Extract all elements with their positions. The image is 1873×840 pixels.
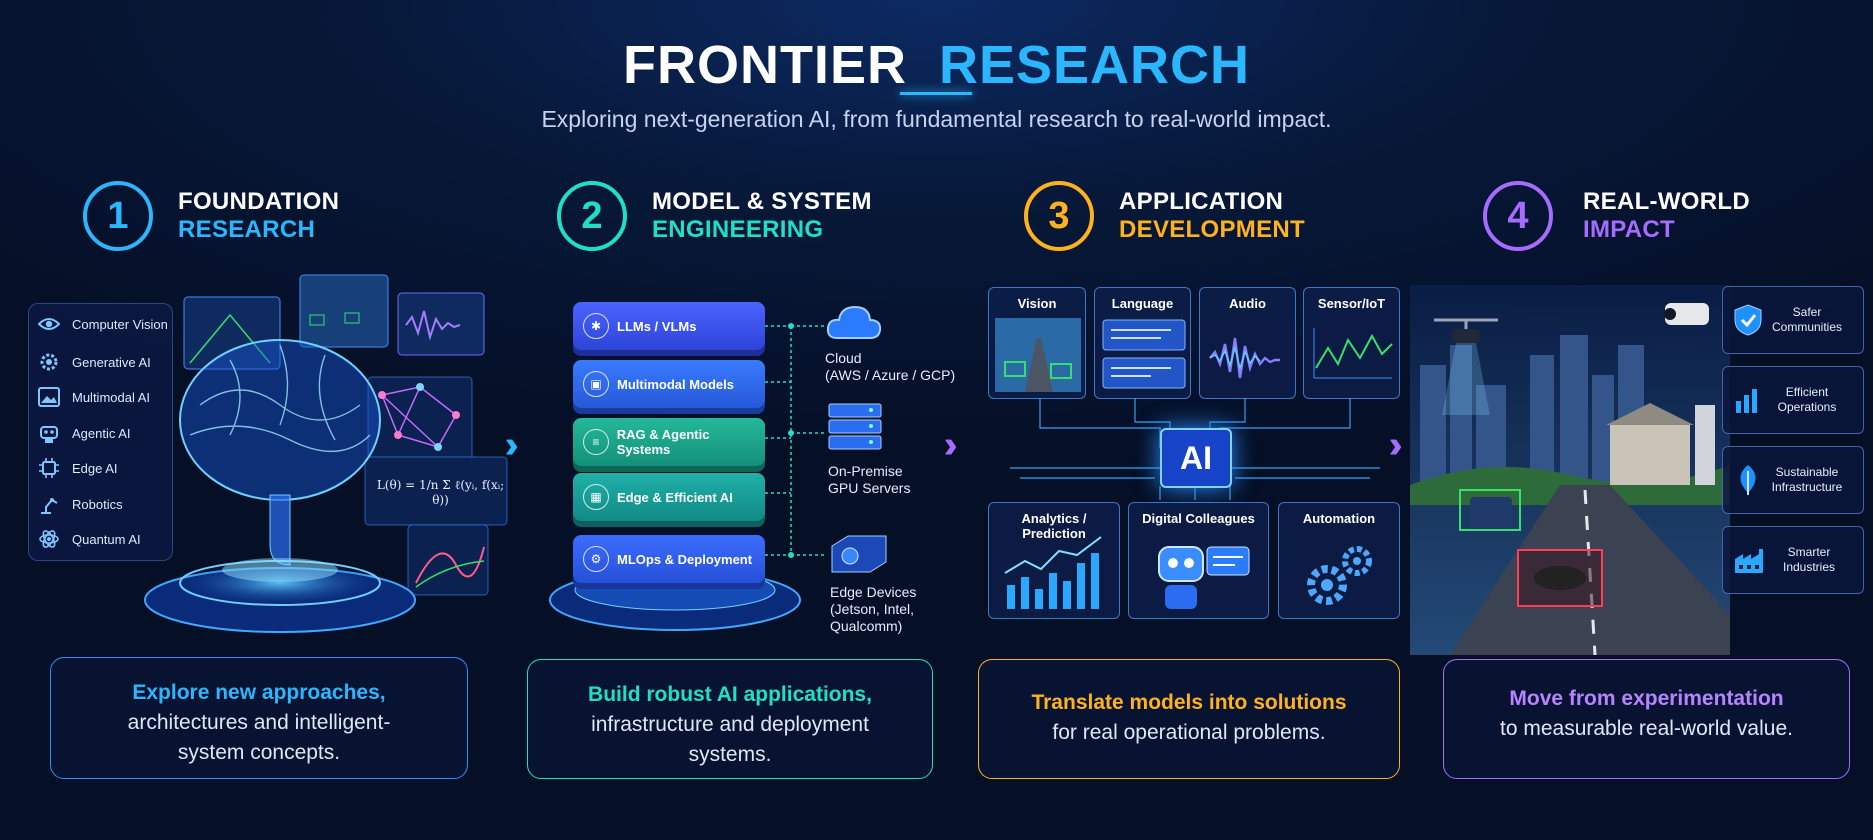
robot-chat-icon <box>1158 546 1250 609</box>
eye-icon <box>38 318 60 330</box>
loss-formula: L(θ) = 1/n Σ ℓ(yᵢ, f(xᵢ; θ)) <box>376 478 505 507</box>
app-tile-sensor: Sensor/IoT <box>1303 287 1400 399</box>
title-underline <box>900 92 972 95</box>
stack-platform-illustration <box>549 569 801 631</box>
list-item: Generative AI <box>38 351 151 373</box>
list-item: Robotics <box>38 493 123 515</box>
deployment-connectors <box>765 323 825 558</box>
list-item: Computer Vision <box>38 316 168 332</box>
page-title: FRONTIER RESEARCH <box>622 35 1251 95</box>
stage-2-title-line2: ENGINEERING <box>652 216 824 243</box>
stage-3-title-line2: DEVELOPMENT <box>1119 216 1305 243</box>
image-icon <box>38 387 60 407</box>
impact-item-safer: Safer Communities <box>1722 286 1864 354</box>
list-item: Quantum AI <box>38 528 141 550</box>
bar-chart-icon <box>1736 389 1757 413</box>
gear-icon <box>40 353 58 371</box>
deploy-edge-label: Edge Devices(Jetson, Intel,Qualcomm) <box>830 584 917 634</box>
stage-3-number: 3 <box>1024 181 1094 251</box>
stage-3-summary-card: Translate models into solutions for real… <box>978 659 1400 779</box>
sensor-graph-icon <box>1313 328 1393 379</box>
shield-check-icon <box>1734 304 1762 336</box>
document-icon: ≡ <box>583 429 609 455</box>
impact-item-sustainable: Sustainable Infrastructure <box>1722 446 1864 514</box>
stage-1-title-line1: FOUNDATION <box>178 188 340 215</box>
smart-city-illustration <box>1410 285 1730 655</box>
list-item: Edge AI <box>38 457 118 479</box>
bar-chart-icon <box>1004 536 1102 609</box>
app-tile-automation: Automation <box>1278 502 1400 619</box>
edge-device-icon <box>831 535 887 573</box>
stage-2-title-line1: MODEL & SYSTEM <box>652 188 872 215</box>
brain-icon: ✱ <box>583 313 609 339</box>
list-item: Agentic AI <box>38 422 131 444</box>
deploy-cloud-label: Cloud(AWS / Azure / GCP) <box>825 350 956 383</box>
stage-1-number: 1 <box>83 181 153 251</box>
cloud-icon <box>826 305 882 339</box>
stack-layer-mlops: ⚙MLOps & Deployment <box>573 535 765 583</box>
chip-icon <box>39 458 59 478</box>
stage-2-summary-card: Build robust AI applications, infrastruc… <box>527 659 933 779</box>
app-tile-analytics: Analytics / Prediction <box>988 502 1120 619</box>
app-tile-vision: Vision <box>988 287 1086 399</box>
list-item: Multimodal AI <box>38 387 150 407</box>
page-subtitle: Exploring next-generation AI, from funda… <box>541 106 1332 132</box>
gear-icon: ⚙ <box>583 546 609 572</box>
robot-icon <box>40 426 58 443</box>
image-icon: ▣ <box>583 371 609 397</box>
stage-4-summary-card: Move from experimentation to measurable … <box>1443 659 1850 779</box>
stack-layer-multimodal: ▣Multimodal Models <box>573 360 765 408</box>
factory-icon <box>1735 549 1763 573</box>
stage-3-title-line1: APPLICATION <box>1119 188 1284 215</box>
stage-2-number: 2 <box>557 181 627 251</box>
gears-icon <box>1307 546 1372 605</box>
stack-layer-edge: ▦Edge & Efficient AI <box>573 473 765 521</box>
app-tile-language: Language <box>1094 287 1191 399</box>
leaf-icon <box>1740 465 1756 495</box>
stage-1-title-line2: RESEARCH <box>178 216 316 243</box>
stage-4-title-line1: REAL-WORLD <box>1583 188 1750 215</box>
stack-layer-llms: ✱LLMs / VLMs <box>573 302 765 350</box>
impact-item-smarter: Smarter Industries <box>1722 526 1864 594</box>
impact-item-efficient: Efficient Operations <box>1722 366 1864 434</box>
chat-icon <box>1102 319 1186 389</box>
chip-icon: ▦ <box>583 484 609 510</box>
stage-1-summary-card: Explore new approaches, architectures an… <box>50 657 468 779</box>
road-camera-icon <box>995 318 1081 392</box>
stack-layer-rag: ≡RAG & Agentic Systems <box>573 418 765 466</box>
ai-chip: AI <box>1160 428 1232 488</box>
stage-4-title-line2: IMPACT <box>1583 216 1676 243</box>
atom-icon <box>39 530 59 548</box>
robot-arm-icon <box>41 498 58 514</box>
brain-hologram-illustration <box>144 274 508 633</box>
app-tile-audio: Audio <box>1199 287 1296 399</box>
stage-4-number: 4 <box>1483 181 1553 251</box>
server-icon <box>828 403 882 450</box>
app-tile-digital-colleagues: Digital Colleagues <box>1128 502 1269 619</box>
waveform-icon <box>1209 337 1280 379</box>
